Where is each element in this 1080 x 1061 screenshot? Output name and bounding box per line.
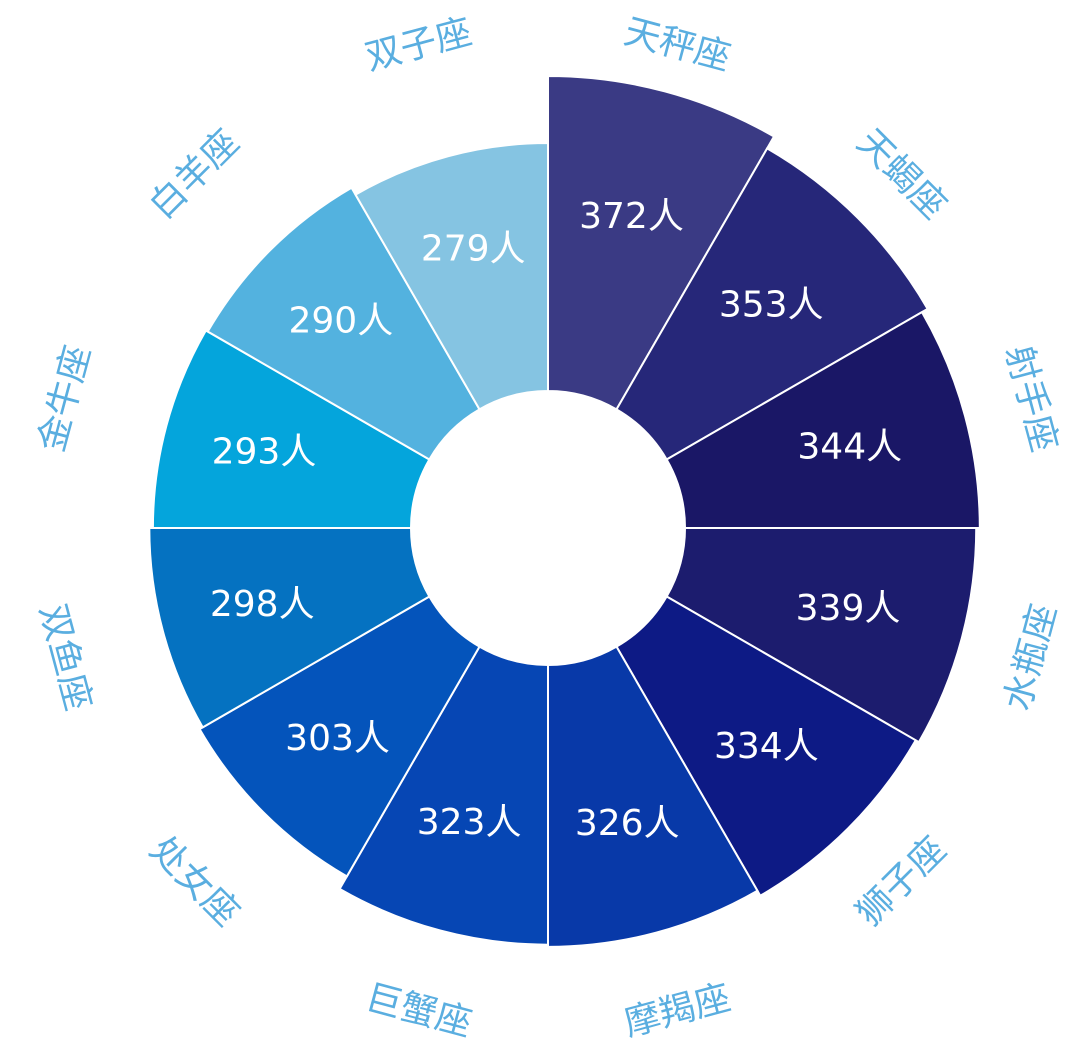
slice-value-label-8: 303人: [285, 718, 390, 759]
category-label-12: 双子座: [361, 11, 476, 79]
slice-value-label-7: 323人: [417, 802, 522, 843]
category-label-1: 天秤座: [620, 11, 735, 79]
slice-value-label-6: 326人: [575, 803, 680, 844]
slice-value-label-11: 290人: [288, 300, 393, 341]
slice-value-label-5: 334人: [714, 726, 819, 767]
center-hole: [411, 391, 685, 665]
category-label-4: 水瓶座: [997, 600, 1065, 715]
category-label-3: 射手座: [997, 341, 1065, 456]
category-label-11: 白羊座: [142, 122, 247, 227]
slice-value-label-4: 339人: [796, 588, 901, 629]
category-label-10: 金牛座: [31, 341, 99, 456]
category-label-7: 巨蟹座: [361, 977, 476, 1045]
category-label-2: 天蝎座: [849, 122, 954, 227]
slice-value-label-2: 353人: [719, 284, 824, 325]
slice-value-label-3: 344人: [797, 427, 902, 468]
category-label-9: 双鱼座: [31, 600, 99, 715]
category-label-5: 狮子座: [849, 829, 954, 934]
slice-value-label-10: 293人: [212, 431, 317, 472]
slice-value-label-1: 372人: [579, 196, 684, 237]
slice-value-label-9: 298人: [210, 584, 315, 625]
category-label-8: 处女座: [142, 829, 247, 934]
category-label-6: 摩羯座: [620, 977, 735, 1045]
slice-value-label-12: 279人: [421, 228, 526, 269]
